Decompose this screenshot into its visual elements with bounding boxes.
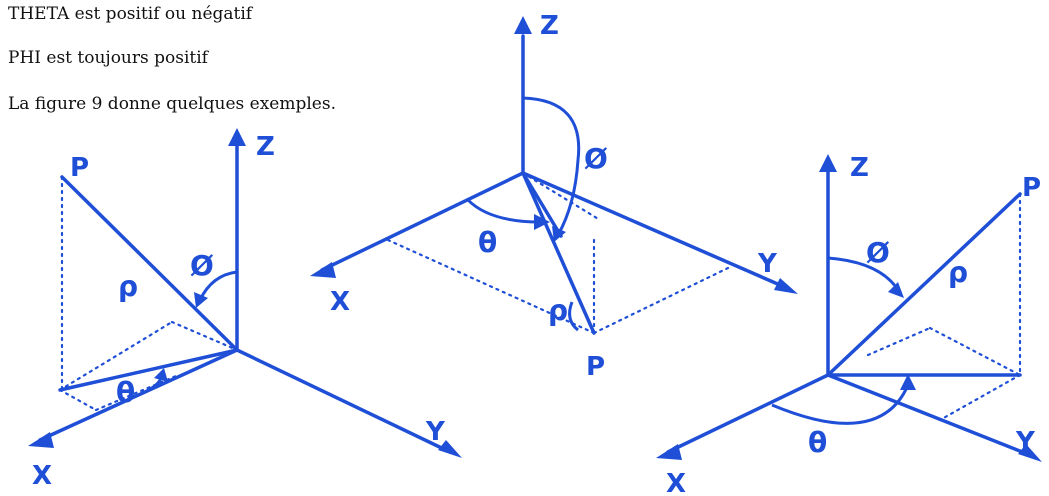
fig3-dotted-back <box>866 326 932 357</box>
fig3-p-label: P <box>1022 173 1041 203</box>
fig2-rho-label: ρ <box>548 294 568 327</box>
fig1-dotted-y <box>58 320 174 392</box>
fig3-y-axis <box>826 373 1032 457</box>
text-theta-sign: THETA est positif ou négatif <box>8 4 253 24</box>
fig3-y-arrowhead <box>1018 444 1042 462</box>
fig1-y-arrowhead <box>438 440 462 458</box>
fig2-p-label: P <box>586 352 605 382</box>
fig2-y-label: Y <box>757 249 778 279</box>
fig2-x-arrowhead <box>310 262 336 278</box>
fig3-theta-arc <box>771 384 910 425</box>
fig2-rho-arc <box>568 301 579 332</box>
fig2-z-arrowhead <box>514 16 532 34</box>
fig3-rho-label: ρ <box>948 256 968 289</box>
fig3-theta-arrowhead <box>900 374 916 390</box>
fig1-phi-arrowhead <box>194 292 208 308</box>
fig1-rho-label: ρ <box>118 270 138 303</box>
fig2-phi-arrowhead <box>552 226 566 242</box>
fig3-phi-label: Ø <box>866 236 890 269</box>
fig2-phi-arc <box>522 96 581 236</box>
fig1-dotted-x2 <box>94 374 178 412</box>
fig1-x-arrowhead <box>28 432 54 448</box>
fig3-z-label: Z <box>850 153 869 183</box>
fig3-z-arrowhead <box>819 154 837 172</box>
fig3-y-label: Y <box>1015 427 1036 457</box>
fig1-rho-line <box>60 175 239 352</box>
fig2-rho-line <box>521 171 596 335</box>
fig1-z-arrowhead <box>228 128 246 146</box>
fig1-theta-label: θ <box>116 376 135 409</box>
text-figure-intro: La figure 9 donne quelques exemples. <box>8 94 336 114</box>
fig3-theta-label: θ <box>808 426 827 459</box>
fig3-dotted-y <box>928 326 1022 377</box>
fig1-theta-arrowhead <box>154 368 168 382</box>
fig1-y-label: Y <box>425 417 446 447</box>
fig2-phi-label: Ø <box>584 142 608 175</box>
fig3-x-label: X <box>666 469 686 496</box>
fig1-dotted-x <box>58 388 98 412</box>
fig1-phi-label: Ø <box>190 249 214 282</box>
figure-left: Z P X Y Ø ρ θ <box>28 128 462 491</box>
fig2-dotted-diag <box>521 171 602 222</box>
fig2-y-arrowhead <box>774 278 798 294</box>
fig2-y-axis <box>521 171 782 287</box>
fig1-dotted-y2 <box>170 320 239 352</box>
fig1-projection-line <box>58 348 239 392</box>
fig2-z-label: Z <box>540 11 559 41</box>
fig1-y-axis <box>235 348 452 454</box>
fig2-projection-line <box>521 171 563 238</box>
fig3-x-arrowhead <box>656 444 682 460</box>
fig1-z-label: Z <box>256 132 275 162</box>
fig2-theta-arrowhead <box>534 214 550 230</box>
text-phi-sign: PHI est toujours positif <box>8 48 208 68</box>
fig1-x-label: X <box>32 461 52 491</box>
fig2-dotted-y <box>592 266 730 335</box>
fig3-x-axis <box>666 373 830 454</box>
figure-middle: Z X Y P Ø θ ρ <box>310 11 798 382</box>
fig3-dotted-x <box>938 373 1022 422</box>
fig2-theta-arc <box>466 198 541 224</box>
fig3-phi-arrowhead <box>888 282 904 298</box>
fig2-dotted-x <box>386 238 596 335</box>
fig2-x-axis <box>320 171 525 272</box>
fig1-p-label: P <box>70 153 89 183</box>
fig2-theta-label: θ <box>478 226 497 259</box>
fig2-x-label: X <box>330 287 350 317</box>
fig3-phi-arc <box>827 256 900 291</box>
figure-right: Z P X Y Ø ρ θ <box>656 153 1042 496</box>
fig3-rho-line <box>826 192 1022 377</box>
